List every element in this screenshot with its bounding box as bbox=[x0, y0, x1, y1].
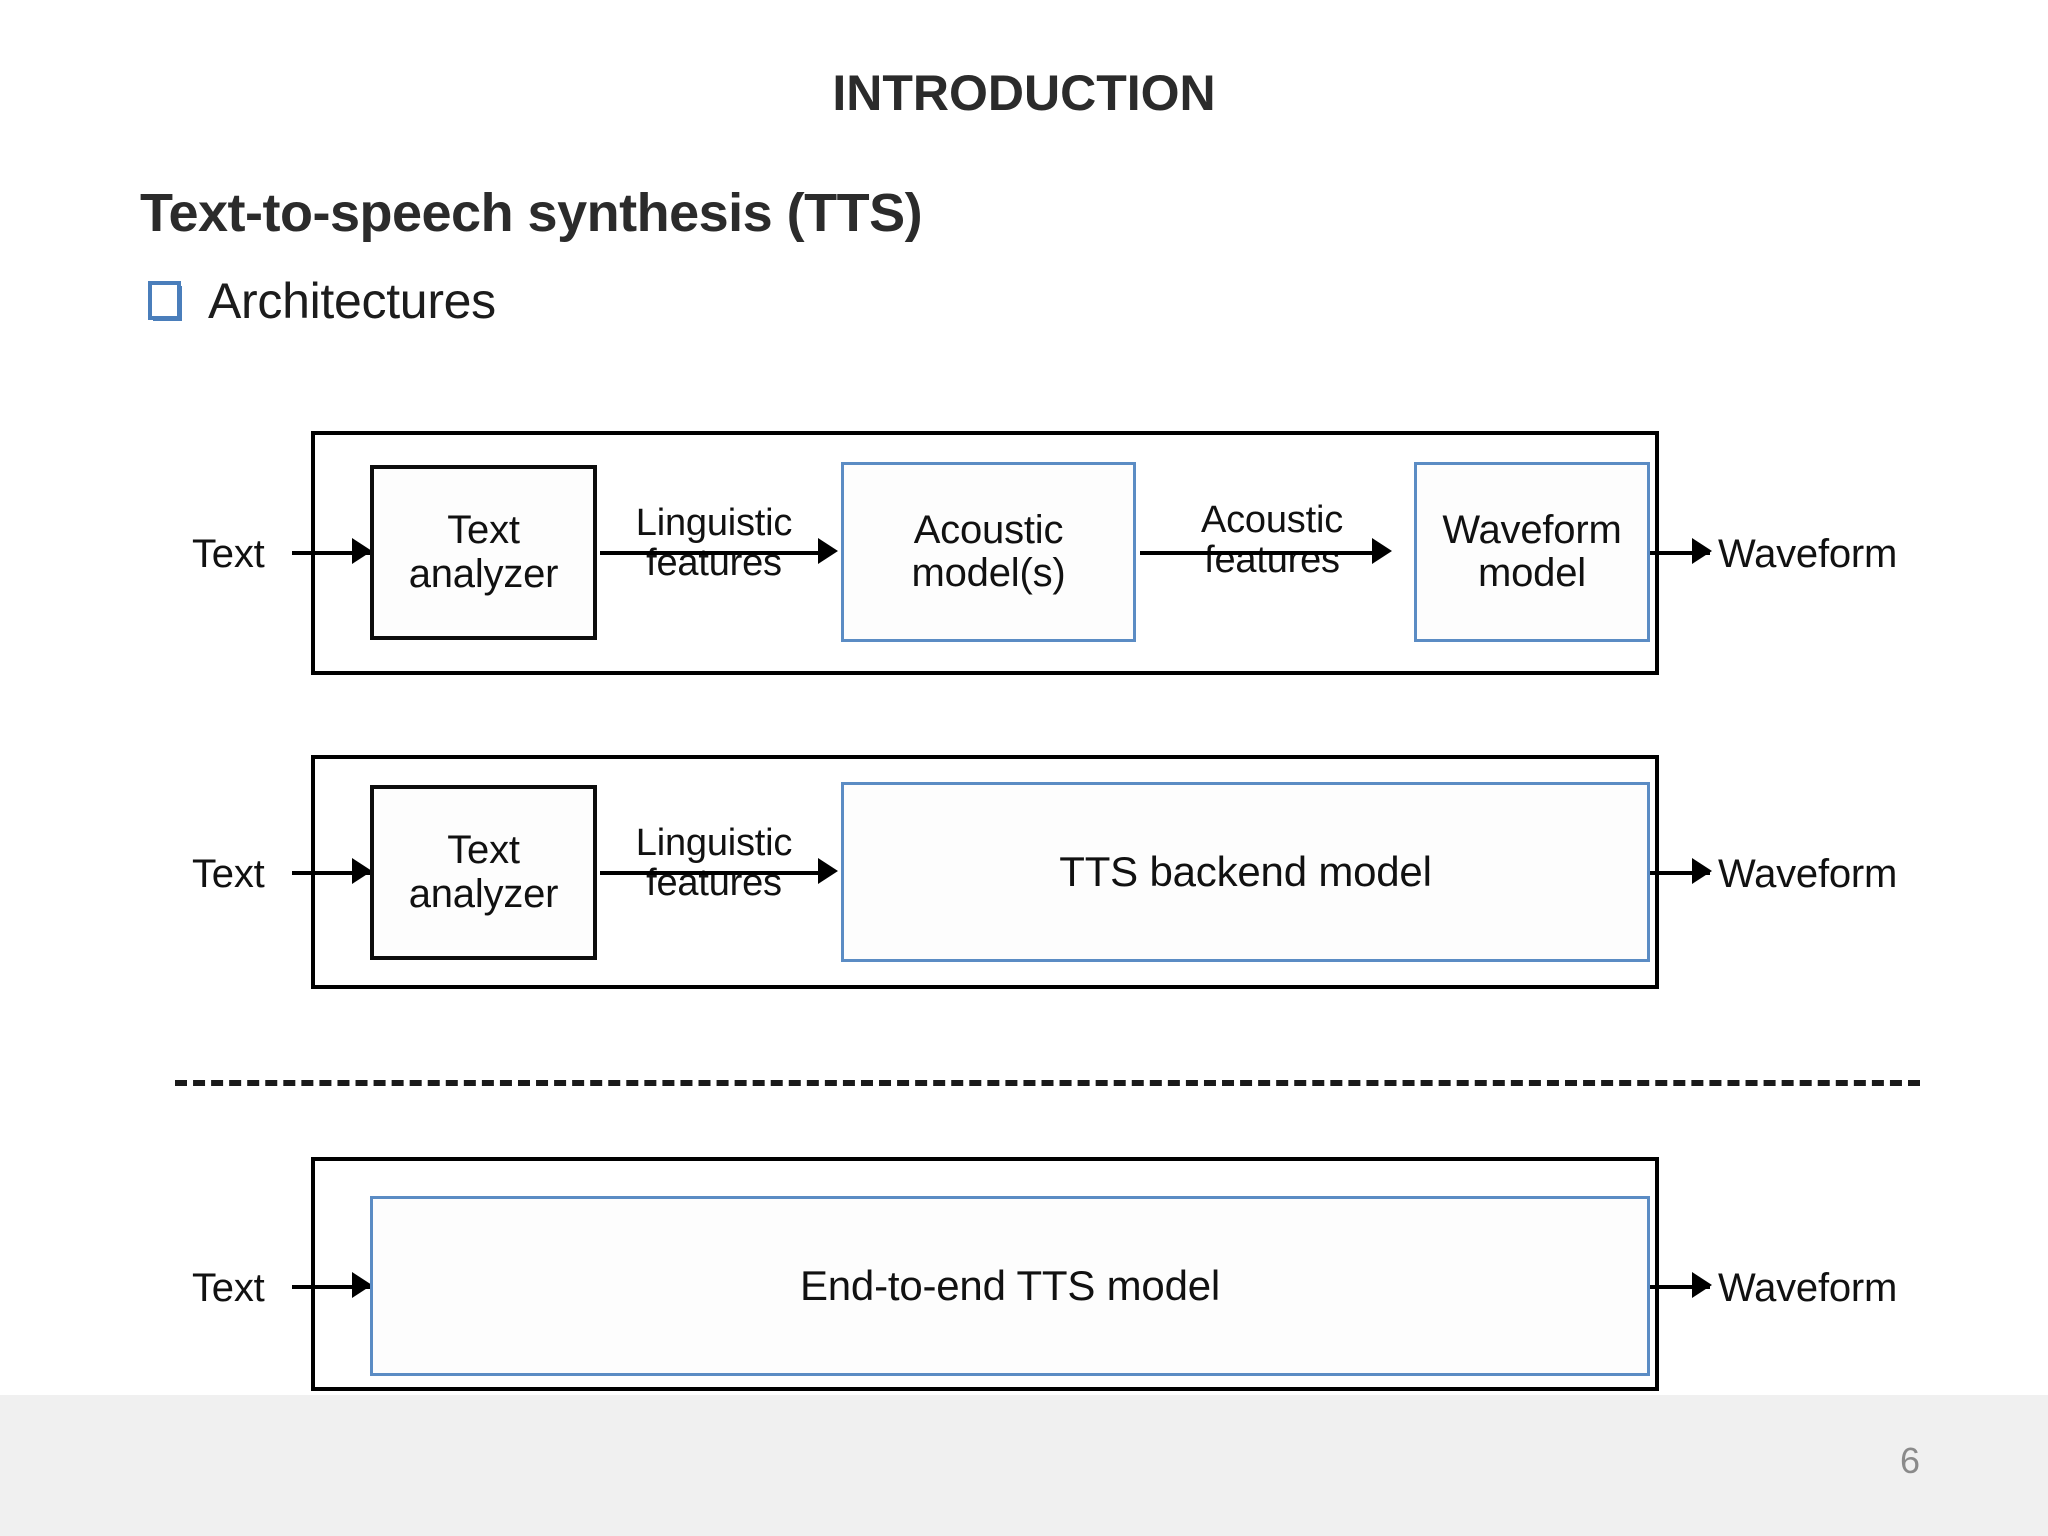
checkbox-square-bullet-icon bbox=[148, 281, 182, 321]
block-text-analyzer-1: Text analyzer bbox=[370, 465, 597, 640]
edge-acoustic-features: Acoustic features bbox=[1200, 499, 1343, 582]
bullet-label: Architectures bbox=[208, 273, 496, 329]
pipeline2-input-label: Text bbox=[192, 852, 265, 896]
slide-subtitle: Text-to-speech synthesis (TTS) bbox=[140, 183, 923, 243]
pipeline2-edge1-arrow-line bbox=[600, 871, 826, 875]
pipeline3-input-label: Text bbox=[192, 1266, 265, 1310]
pipeline2-edge1-arrow-head bbox=[818, 858, 838, 884]
edge-linguistic-features-1: Linguistic features bbox=[635, 502, 793, 585]
pipeline1-edge2-arrow-head bbox=[1372, 538, 1392, 564]
pipeline2-input-arrow-head bbox=[352, 858, 372, 884]
page-title: Introduction bbox=[832, 46, 1216, 126]
bullet-architectures: Architectures bbox=[148, 272, 496, 330]
block-tts-backend-model: TTS backend model bbox=[841, 782, 1650, 962]
pipeline2-input-arrow-line bbox=[292, 871, 370, 875]
block-acoustic-models-line1: Acoustic bbox=[913, 507, 1064, 552]
block-waveform-model: Waveform model bbox=[1414, 462, 1650, 642]
pipeline-frame-end-to-end bbox=[311, 1157, 1659, 1391]
section-divider bbox=[175, 1080, 1920, 1086]
block-text-analyzer-2-line1: Text bbox=[447, 828, 520, 873]
block-end-to-end-tts-model: End-to-end TTS model bbox=[370, 1196, 1650, 1376]
pipeline1-input-arrow-head bbox=[352, 538, 372, 564]
block-end-to-end-tts-model-label: End-to-end TTS model bbox=[799, 1262, 1221, 1310]
pipeline3-output-label: Waveform bbox=[1718, 1266, 1898, 1310]
pipeline1-edge1-arrow-line bbox=[600, 551, 826, 555]
edge-linguistic-features-2: Linguistic features bbox=[635, 822, 793, 905]
pipeline2-output-label: Waveform bbox=[1718, 852, 1898, 896]
pipeline3-input-arrow-line bbox=[292, 1285, 370, 1289]
footer-band bbox=[0, 1395, 2048, 1536]
block-text-analyzer-1-line2: analyzer bbox=[408, 551, 559, 596]
pipeline1-input-label: Text bbox=[192, 532, 265, 576]
pipeline1-input-arrow-line bbox=[292, 551, 370, 555]
pipeline1-edge1-arrow-head bbox=[818, 538, 838, 564]
block-text-analyzer-2-line2: analyzer bbox=[408, 871, 559, 916]
block-acoustic-models-line2: model(s) bbox=[911, 551, 1066, 595]
pipeline3-input-arrow-head bbox=[352, 1272, 372, 1298]
pipeline2-output-arrow-head bbox=[1692, 858, 1712, 884]
block-text-analyzer-1-line1: Text bbox=[447, 508, 520, 553]
block-text-analyzer-2: Text analyzer bbox=[370, 785, 597, 960]
pipeline1-edge2-arrow-line bbox=[1140, 551, 1380, 555]
block-waveform-model-line2: model bbox=[1478, 551, 1586, 595]
page-number: 6 bbox=[1899, 1440, 1920, 1481]
pipeline1-output-arrow-line bbox=[1650, 551, 1710, 555]
pipeline1-output-arrow-head bbox=[1692, 538, 1712, 564]
pipeline2-output-arrow-line bbox=[1650, 871, 1710, 875]
pipeline1-output-label: Waveform bbox=[1718, 532, 1898, 576]
pipeline3-output-arrow-line bbox=[1650, 1285, 1710, 1289]
block-waveform-model-line1: Waveform bbox=[1442, 507, 1622, 552]
block-acoustic-models: Acoustic model(s) bbox=[841, 462, 1136, 642]
pipeline3-output-arrow-head bbox=[1692, 1272, 1712, 1298]
block-tts-backend-model-label: TTS backend model bbox=[1059, 848, 1432, 896]
